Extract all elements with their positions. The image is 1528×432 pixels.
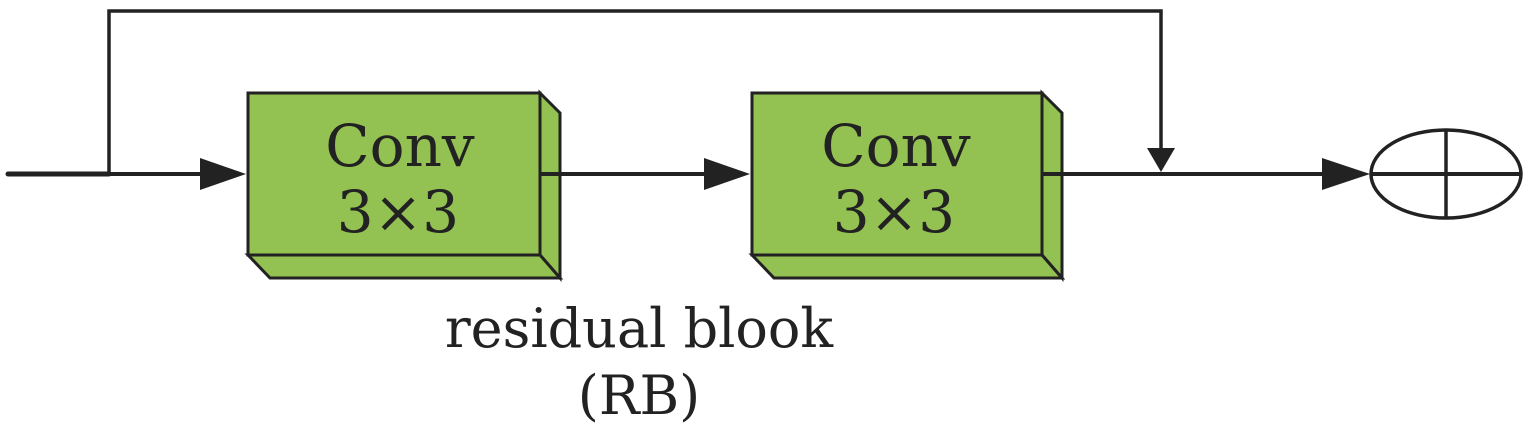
arrow-head-conv1 (200, 158, 246, 190)
conv-block-1-right-face (538, 89, 562, 283)
arrow-head-sum (1322, 158, 1370, 190)
conv-block-1-bottom-face (244, 253, 564, 280)
conv-block-2-right-face (1040, 89, 1064, 283)
diagram-title: residual blook (445, 297, 835, 360)
conv-block-2-label: Conv (821, 112, 971, 180)
sum-node (1369, 128, 1523, 220)
conv-block-1-front (246, 91, 542, 257)
conv-block-1-kernel: 3×3 (337, 178, 459, 246)
conv-block-1-label: Conv (325, 112, 475, 180)
diagram-subtitle: (RB) (578, 364, 700, 427)
conv-block-2: Conv 3×3 (748, 89, 1066, 283)
conv-block-2-front (750, 91, 1044, 257)
skip-arrow-head (1147, 148, 1175, 172)
conv-block-2-kernel: 3×3 (833, 178, 955, 246)
skip-connection (107, 9, 1163, 174)
conv-block-1: Conv 3×3 (244, 89, 564, 283)
arrow-head-conv2 (704, 158, 750, 190)
conv-block-2-bottom-face (748, 253, 1066, 280)
